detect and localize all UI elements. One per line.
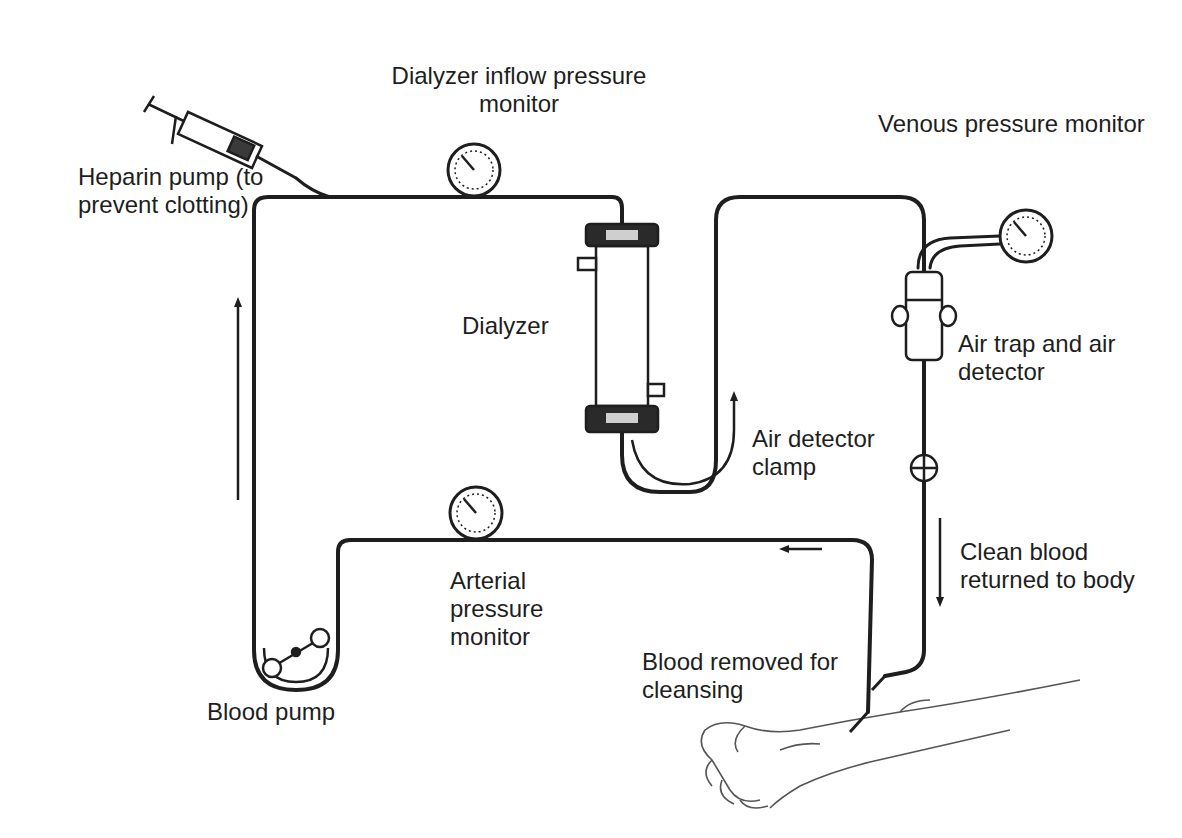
part-label: Blood pump xyxy=(207,698,377,726)
part-label: Arterial pressure monitor xyxy=(450,567,575,651)
part-label: Dialyzer inflow pressure monitor xyxy=(384,62,654,118)
part-label: Clean blood returned to body xyxy=(960,538,1140,594)
part-label: Air trap and air detector xyxy=(958,330,1148,386)
part-label: Air detector clamp xyxy=(752,425,912,481)
part-label: Venous pressure monitor xyxy=(878,110,1148,138)
part-label: Dialyzer xyxy=(462,312,582,340)
part-label: Heparin pump (to prevent clotting) xyxy=(78,163,268,219)
part-label: Blood removed for cleansing xyxy=(642,648,857,704)
